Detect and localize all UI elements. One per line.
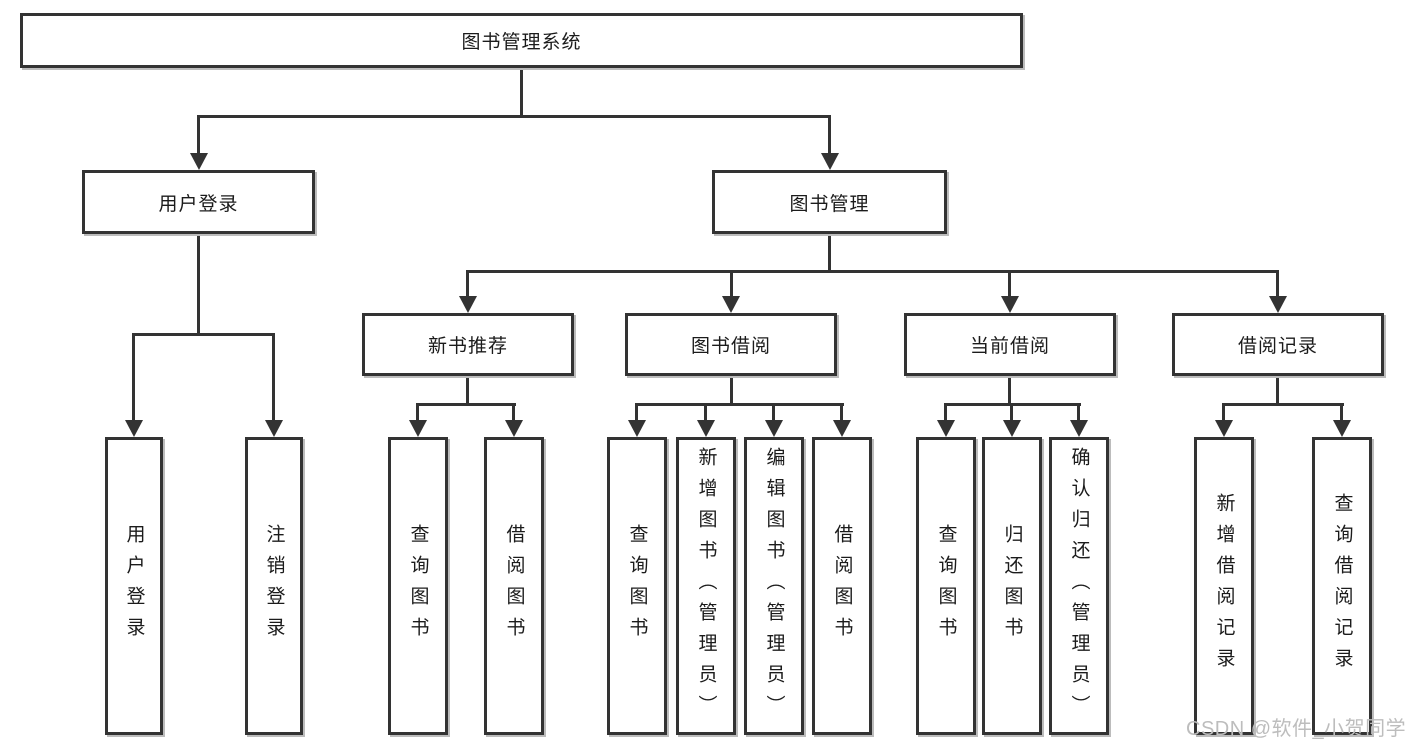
connector-root-stem	[520, 68, 523, 118]
leaf-user-login-label: 用户登录	[123, 524, 145, 648]
node-current-borrow: 当前借阅	[904, 313, 1116, 376]
leaf-query-book-current: 查询图书	[916, 437, 976, 735]
connector-drop-current-borrow	[1008, 270, 1011, 298]
connector-current-borrow-stem	[1008, 376, 1011, 405]
connector-drop-leaf-user-login	[132, 333, 135, 422]
arrowhead-icon	[125, 420, 143, 437]
connector-drop-leaf-logout	[272, 333, 275, 422]
node-borrow-records-label: 借阅记录	[1237, 336, 1318, 357]
arrowhead-icon	[1001, 296, 1019, 313]
node-book-borrow-label: 图书借阅	[690, 336, 771, 357]
leaf-add-book-admin: 新增图书（管理员）	[676, 437, 736, 735]
leaf-query-borrow-record: 查询借阅记录	[1312, 437, 1372, 735]
leaf-return-book-label: 归还图书	[1001, 524, 1023, 648]
connector-root-bar	[197, 115, 831, 118]
leaf-add-borrow-record-label: 新增借阅记录	[1213, 493, 1235, 679]
connector-book-management-bar	[466, 270, 1278, 273]
connector-borrow-records-bar	[1222, 403, 1344, 406]
connector-drop	[1340, 403, 1343, 422]
arrowhead-icon	[1333, 420, 1351, 437]
leaf-edit-book-admin-label: 编辑图书（管理员）	[763, 446, 785, 726]
arrowhead-icon	[821, 153, 839, 170]
arrowhead-icon	[722, 296, 740, 313]
arrowhead-icon	[265, 420, 283, 437]
node-book-management-label: 图书管理	[789, 193, 870, 215]
leaf-query-book-recommend: 查询图书	[388, 437, 448, 735]
connector-drop-new-book-recommend	[466, 270, 469, 298]
connector-drop-user-login	[197, 115, 200, 155]
connector-drop	[416, 403, 419, 422]
leaf-return-book: 归还图书	[982, 437, 1042, 735]
arrowhead-icon	[1070, 420, 1088, 437]
connector-drop	[840, 403, 843, 422]
arrowhead-icon	[190, 153, 208, 170]
node-user-login: 用户登录	[82, 170, 315, 234]
leaf-query-book-recommend-label: 查询图书	[407, 524, 429, 648]
leaf-confirm-return-admin-label: 确认归还（管理员）	[1068, 446, 1090, 726]
connector-new-book-recommend-stem	[466, 376, 469, 405]
node-borrow-records: 借阅记录	[1172, 313, 1384, 376]
connector-drop-borrow-records	[1276, 270, 1279, 298]
connector-drop	[512, 403, 515, 422]
connector-book-borrow-bar	[635, 403, 844, 406]
connector-drop	[1010, 403, 1013, 422]
leaf-query-book-borrow-label: 查询图书	[626, 524, 648, 648]
connector-user-login-bar	[132, 333, 275, 336]
connector-drop-book-management	[828, 115, 831, 155]
connector-user-login-stem	[197, 234, 200, 335]
leaf-query-book-current-label: 查询图书	[935, 524, 957, 648]
node-user-login-label: 用户登录	[158, 193, 239, 215]
arrowhead-icon	[505, 420, 523, 437]
connector-book-borrow-stem	[730, 376, 733, 405]
node-current-borrow-label: 当前借阅	[969, 336, 1050, 357]
leaf-edit-book-admin: 编辑图书（管理员）	[744, 437, 804, 735]
arrowhead-icon	[628, 420, 646, 437]
leaf-add-borrow-record: 新增借阅记录	[1194, 437, 1254, 735]
connector-new-book-recommend-bar	[416, 403, 516, 406]
connector-drop	[944, 403, 947, 422]
arrowhead-icon	[1003, 420, 1021, 437]
node-book-management: 图书管理	[712, 170, 947, 234]
leaf-logout-label: 注销登录	[263, 524, 285, 648]
connector-drop	[704, 403, 707, 422]
connector-drop	[1222, 403, 1225, 422]
leaf-borrow-book-recommend-label: 借阅图书	[503, 524, 525, 648]
connector-drop	[1077, 403, 1080, 422]
leaf-query-borrow-record-label: 查询借阅记录	[1331, 493, 1353, 679]
leaf-borrow-book-recommend: 借阅图书	[484, 437, 544, 735]
leaf-borrow-book: 借阅图书	[812, 437, 872, 735]
arrowhead-icon	[937, 420, 955, 437]
arrowhead-icon	[697, 420, 715, 437]
leaf-query-book-borrow: 查询图书	[607, 437, 667, 735]
arrowhead-icon	[833, 420, 851, 437]
leaf-confirm-return-admin: 确认归还（管理员）	[1049, 437, 1109, 735]
node-new-book-recommend-label: 新书推荐	[427, 336, 508, 357]
node-new-book-recommend: 新书推荐	[362, 313, 574, 376]
node-root: 图书管理系统	[20, 13, 1023, 68]
connector-drop-book-borrow	[730, 270, 733, 298]
connector-borrow-records-stem	[1276, 376, 1279, 405]
leaf-borrow-book-label: 借阅图书	[831, 524, 853, 648]
connector-drop	[635, 403, 638, 422]
arrowhead-icon	[409, 420, 427, 437]
arrowhead-icon	[1269, 296, 1287, 313]
arrowhead-icon	[765, 420, 783, 437]
leaf-logout: 注销登录	[245, 437, 303, 735]
csdn-watermark: CSDN @软件_小贺同学	[1186, 718, 1405, 740]
connector-book-management-stem	[828, 234, 831, 273]
arrowhead-icon	[459, 296, 477, 313]
leaf-add-book-admin-label: 新增图书（管理员）	[695, 446, 717, 726]
node-root-label: 图书管理系统	[461, 32, 582, 53]
leaf-user-login: 用户登录	[105, 437, 163, 735]
connector-drop	[772, 403, 775, 422]
arrowhead-icon	[1215, 420, 1233, 437]
node-book-borrow: 图书借阅	[625, 313, 837, 376]
